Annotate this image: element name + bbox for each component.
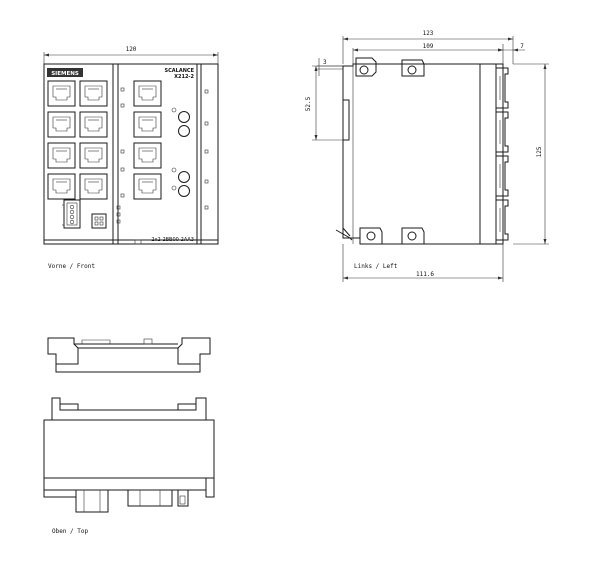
left-view: 123 109 7 3 52.5 — [305, 30, 549, 282]
svg-text:111.6: 111.6 — [416, 271, 434, 278]
rj45-port — [47, 173, 76, 200]
front-view-caption: Vorne / Front — [48, 263, 95, 270]
status-led — [120, 87, 125, 92]
left-body-dimension: 109 — [352, 43, 504, 64]
rj45-port-grid-right — [133, 80, 162, 200]
left-depth-dimension: 111.6 — [342, 244, 504, 282]
left-connector-profiles — [496, 67, 509, 241]
svg-text:109: 109 — [423, 43, 434, 50]
status-led — [204, 121, 209, 126]
left-housing — [335, 57, 504, 245]
siemens-logo: SIEMENS — [47, 68, 83, 77]
signal-contact-connector — [91, 213, 107, 229]
svg-text:123: 123 — [423, 30, 434, 37]
rj45-port — [79, 173, 108, 200]
rj45-port — [133, 173, 162, 200]
rj45-port-grid-left — [47, 80, 108, 200]
svg-text:SIEMENS: SIEMENS — [51, 71, 79, 77]
left-rail-dimension: 52.5 — [305, 65, 345, 141]
status-led — [204, 205, 209, 210]
svg-text:125: 125 — [536, 146, 543, 157]
status-led — [204, 179, 209, 184]
product-line-label: SCALANCE — [165, 68, 195, 74]
top-view-caption: Oben / Top — [52, 528, 89, 535]
left-small-dimension: 3 — [317, 58, 343, 76]
front-width-dimension: 120 — [43, 46, 219, 64]
status-led — [120, 103, 125, 108]
front-housing — [43, 63, 219, 245]
status-led — [120, 167, 125, 172]
rj45-port — [133, 80, 162, 107]
status-led — [120, 193, 125, 198]
rj45-port — [133, 111, 162, 138]
connector-profile — [496, 111, 509, 153]
rj45-port — [133, 142, 162, 169]
rj45-port — [79, 111, 108, 138]
left-height-dimension: 125 — [513, 63, 549, 245]
status-led — [204, 89, 209, 94]
power-terminal-block — [62, 199, 81, 229]
status-led-column-right — [204, 89, 209, 210]
connector-profile — [496, 67, 509, 109]
front-view: 120 SIEMENS SCALANCE X212-2 2x2-2BB00-2A… — [43, 46, 219, 270]
connector-profile — [496, 199, 509, 241]
left-view-caption: Links / Left — [354, 263, 398, 270]
status-led — [120, 149, 125, 154]
rj45-port — [79, 80, 108, 107]
top-view: Oben / Top — [43, 337, 215, 535]
top-bottom-connectors — [43, 478, 215, 513]
svg-text:3: 3 — [323, 59, 327, 66]
front-width-label: 120 — [126, 46, 137, 53]
product-model-label: X212-2 — [174, 74, 194, 80]
status-led-column-left — [120, 87, 125, 198]
connector-profile — [496, 155, 509, 197]
rj45-port — [47, 142, 76, 169]
front-round-sockets — [171, 107, 190, 197]
rj45-port — [79, 142, 108, 169]
svg-text:52.5: 52.5 — [305, 96, 312, 111]
left-front-dimension: 7 — [498, 43, 525, 52]
rj45-port — [47, 111, 76, 138]
status-led — [204, 149, 209, 154]
svg-text:7: 7 — [520, 43, 524, 50]
rj45-port — [47, 80, 76, 107]
order-number-label: 2x2-2BB00-2AA3 — [151, 237, 194, 243]
